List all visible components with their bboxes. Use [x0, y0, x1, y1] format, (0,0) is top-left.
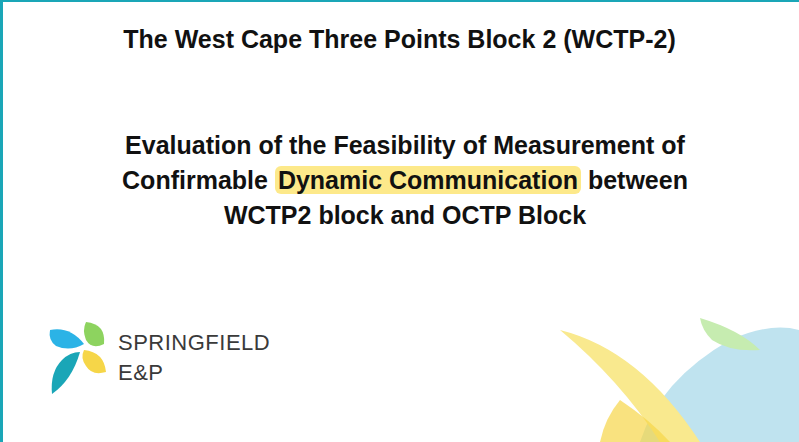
subtitle-word: Confirmable: [122, 166, 268, 194]
subtitle-line: WCTP2 block and OCTP Block: [20, 198, 790, 233]
company-logo-text: SPRINGFIELDE&P: [118, 328, 270, 388]
highlighted-phrase: Dynamic Communication: [275, 166, 581, 194]
corner-shapes: [560, 318, 799, 442]
title-text: The West Cape Three Points Block 2 (WCTP…: [40, 22, 759, 56]
subtitle-line: Confirmable Dynamic Communication betwee…: [20, 163, 790, 198]
subtitle-word: between: [588, 166, 688, 194]
slide-title: The West Cape Three Points Block 2 (WCTP…: [40, 22, 759, 56]
top-border: [0, 0, 799, 2]
company-name: SPRINGFIELD: [118, 328, 270, 358]
slide-subtitle: Evaluation of the Feasibility of Measure…: [20, 128, 790, 233]
logo-icon: [50, 322, 106, 394]
left-border: [0, 0, 3, 442]
subtitle-line: Evaluation of the Feasibility of Measure…: [20, 128, 790, 163]
company-name: E&P: [118, 358, 270, 388]
